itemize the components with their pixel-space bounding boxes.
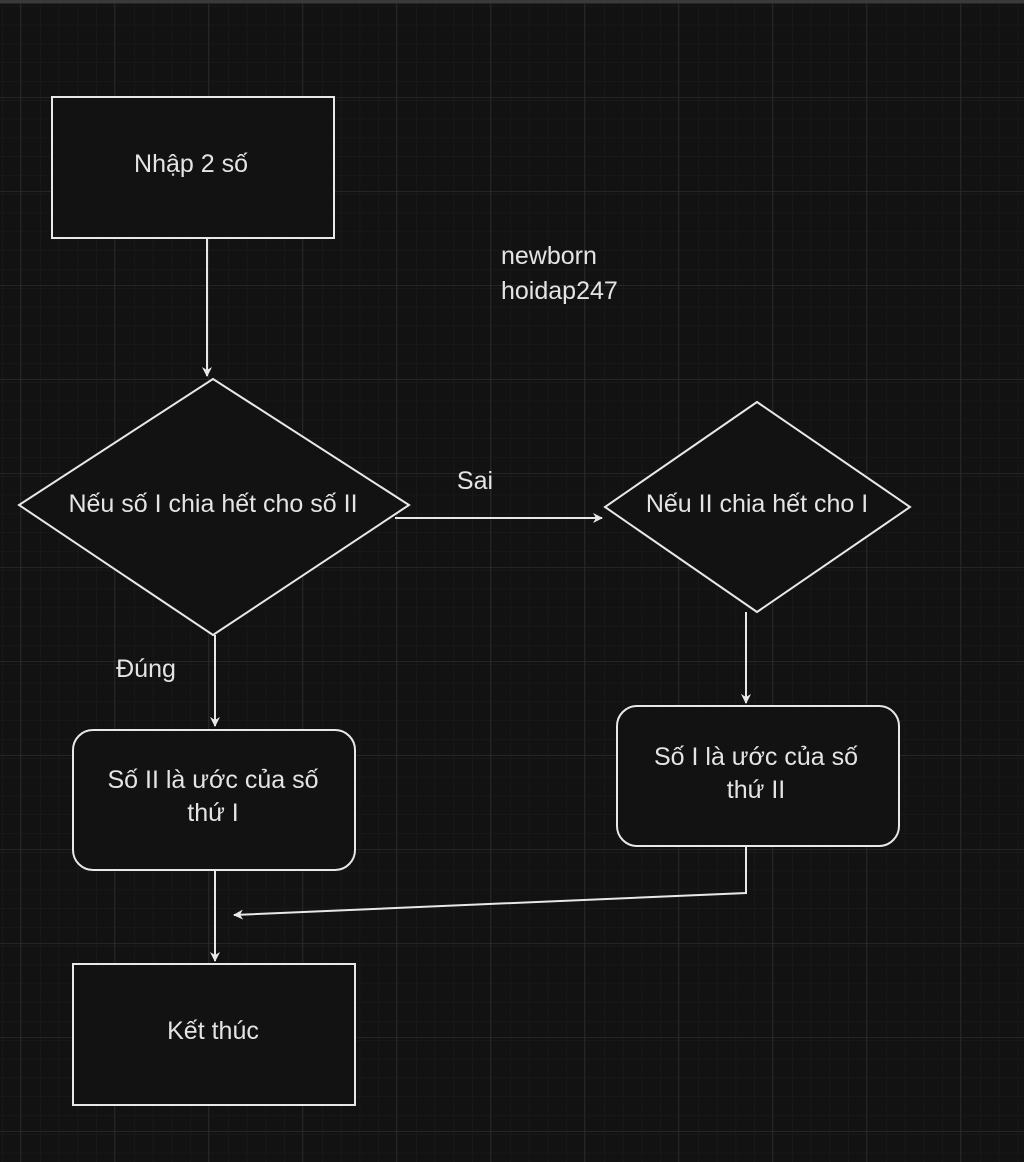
node-result-right-line2: thứ II [727,776,785,804]
node-result-left[interactable]: Số II là ước của số thứ I [72,729,356,871]
node-decision2-label: Nếu II chia hết cho I [646,490,868,518]
node-result-left-line2: thứ I [187,799,238,827]
canvas-top-border [0,0,1024,3]
node-decision2[interactable]: Nếu II chia hết cho I [603,400,912,614]
node-end[interactable]: Kết thúc [72,963,356,1106]
node-start-label: Nhập 2 số [134,150,248,178]
node-result-right-line1: Số I là ước của số [654,743,858,771]
node-result-right[interactable]: Số I là ước của số thứ II [616,705,900,847]
watermark-line1: newborn [501,242,597,270]
node-result-left-line1: Số II là ước của số [108,766,319,794]
node-start[interactable]: Nhập 2 số [51,96,335,239]
edge-label-false[interactable]: Sai [457,467,493,495]
watermark-line2: hoidap247 [501,277,618,305]
edge-result-right-to-end[interactable] [233,846,747,920]
node-end-label: Kết thúc [167,1017,259,1045]
edge-label-true[interactable]: Đúng [116,655,176,683]
node-decision1-label: Nếu số I chia hết cho số II [68,490,357,518]
node-decision1[interactable]: Nếu số I chia hết cho số II [17,377,411,637]
